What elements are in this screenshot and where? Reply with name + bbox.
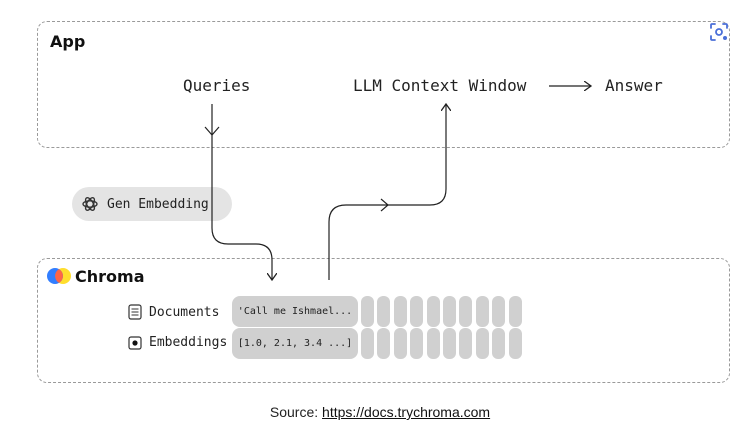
chroma-to-llm-arrow	[328, 104, 446, 280]
openai-icon	[80, 194, 100, 218]
answer-node: Answer	[605, 76, 663, 95]
embedding-cell	[508, 328, 522, 359]
embedding-cell	[426, 328, 440, 359]
document-icon	[128, 304, 142, 324]
gen-embedding-pill	[72, 187, 232, 221]
chroma-container	[37, 258, 730, 383]
document-cell	[393, 296, 407, 327]
embeddings-label: Embeddings	[149, 335, 228, 350]
document-cell	[443, 296, 456, 327]
document-cell	[361, 296, 374, 327]
document-cell	[475, 296, 489, 327]
document-cell	[426, 296, 440, 327]
app-title: App	[50, 32, 86, 51]
chroma-logo	[46, 267, 72, 289]
document-cell	[508, 296, 522, 327]
embedding-cell	[377, 328, 391, 359]
llm-context-window-node: LLM Context Window	[353, 76, 527, 95]
visual-search-icon[interactable]	[708, 21, 730, 47]
embedding-cell	[475, 328, 489, 359]
source-caption: Source: https://docs.trychroma.com	[0, 404, 747, 420]
document-cell	[377, 296, 391, 327]
embedding-icon	[128, 335, 142, 354]
chroma-title: Chroma	[75, 267, 145, 286]
document-cell	[410, 296, 424, 327]
embedding-cell	[393, 328, 407, 359]
document-cell	[459, 296, 473, 327]
app-container	[37, 21, 730, 148]
embedding-cell: [1.0, 2.1, 3.4 ...]	[232, 328, 358, 359]
embedding-cell	[361, 328, 374, 359]
documents-label: Documents	[149, 305, 220, 320]
queries-to-chroma-arrow	[211, 104, 272, 280]
source-link[interactable]: https://docs.trychroma.com	[322, 404, 491, 420]
document-cell	[492, 296, 506, 327]
embedding-cell	[443, 328, 456, 359]
gen-embedding-label: Gen Embedding	[107, 197, 209, 212]
embedding-cell	[492, 328, 506, 359]
document-cell: 'Call me Ishmael...	[232, 296, 358, 327]
source-prefix: Source:	[269, 404, 323, 420]
queries-node: Queries	[183, 76, 251, 95]
embedding-cell	[459, 328, 473, 359]
embedding-cell	[410, 328, 424, 359]
